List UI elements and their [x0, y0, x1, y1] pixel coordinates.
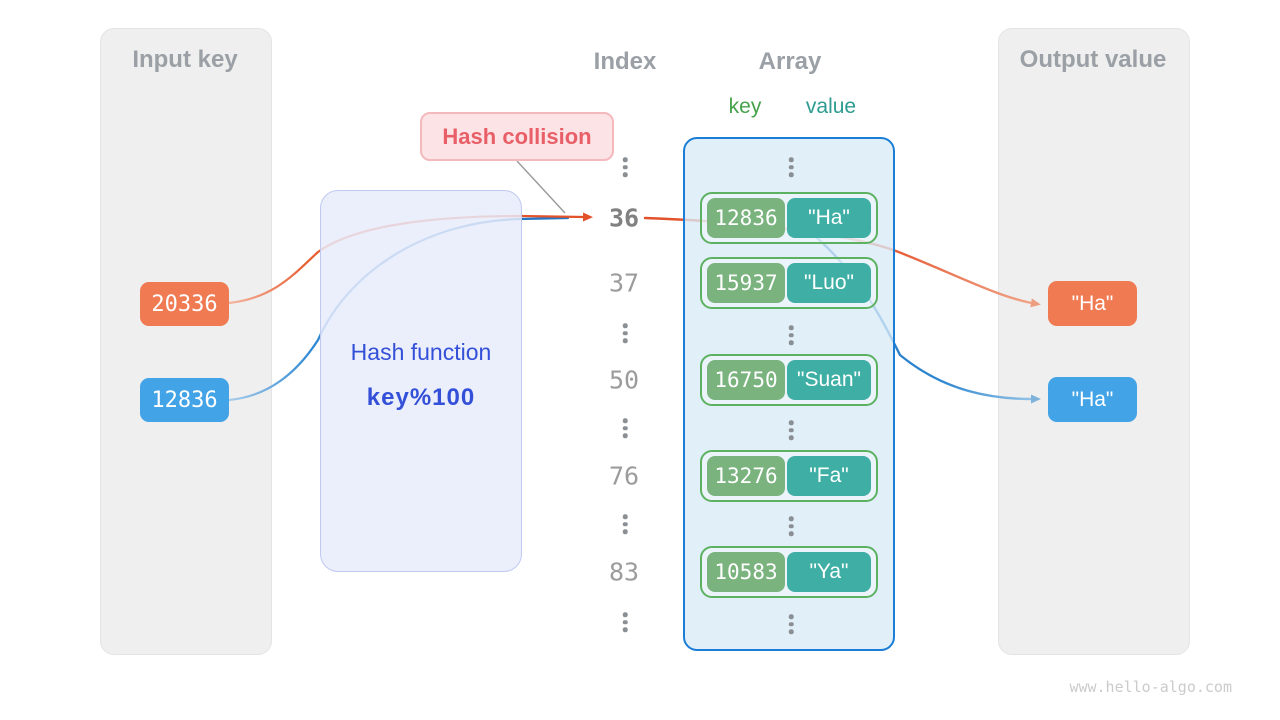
input-key-badge-12836: 12836: [140, 378, 229, 422]
pair-value: "Suan": [787, 360, 871, 400]
vertical-ellipsis-icon: [622, 514, 628, 534]
pair-12836-ha: 12836 "Ha": [700, 192, 878, 244]
input-key-badge-20336: 20336: [140, 282, 229, 326]
hash-function-label: Hash function: [350, 339, 492, 365]
pair-key: 13276: [707, 456, 785, 496]
pair-value: "Fa": [787, 456, 871, 496]
output-value-badge-orange: "Ha": [1048, 281, 1137, 326]
index-row-76: 76: [608, 461, 640, 491]
pair-10583-ya: 10583 "Ya": [700, 546, 878, 598]
pair-value: "Luo": [787, 263, 871, 303]
vertical-ellipsis-icon: [788, 516, 794, 536]
index-row-37: 37: [608, 268, 640, 298]
vertical-ellipsis-icon: [788, 325, 794, 345]
vertical-ellipsis-icon: [622, 612, 628, 632]
vertical-ellipsis-icon: [622, 157, 628, 177]
vertical-ellipsis-icon: [788, 157, 794, 177]
pair-value: "Ya": [787, 552, 871, 592]
array-column-header: Array: [758, 48, 822, 75]
hash-function-box: Hash function key%100: [320, 190, 522, 572]
input-panel-title: Input key: [132, 46, 238, 73]
pair-13276-fa: 13276 "Fa": [700, 450, 878, 502]
index-row-50: 50: [608, 365, 640, 395]
pair-15937-luo: 15937 "Luo": [700, 257, 878, 309]
output-value-panel: [998, 28, 1190, 655]
hash-function-formula: key%100: [366, 384, 476, 411]
output-panel-title: Output value: [1019, 46, 1167, 73]
pair-key: 10583: [707, 552, 785, 592]
pair-key: 16750: [707, 360, 785, 400]
array-bucket-panel: 12836 "Ha" 15937 "Luo" 16750 "Suan" 1327…: [683, 137, 895, 651]
pair-value: "Ha": [787, 198, 871, 238]
vertical-ellipsis-icon: [622, 323, 628, 343]
vertical-ellipsis-icon: [622, 418, 628, 438]
output-value-badge-blue: "Ha": [1048, 377, 1137, 422]
pair-key: 15937: [707, 263, 785, 303]
index-column-header: Index: [593, 48, 657, 75]
key-header: key: [728, 95, 762, 118]
vertical-ellipsis-icon: [788, 614, 794, 634]
hash-collision-callout: Hash collision: [420, 112, 614, 161]
index-row-36: 36: [608, 203, 640, 233]
pair-key: 12836: [707, 198, 785, 238]
vertical-ellipsis-icon: [788, 420, 794, 440]
watermark: www.hello-algo.com: [1069, 678, 1232, 696]
input-key-panel: [100, 28, 272, 655]
index-row-83: 83: [608, 557, 640, 587]
pair-16750-suan: 16750 "Suan": [700, 354, 878, 406]
collision-callout-line: [516, 160, 566, 214]
value-header: value: [805, 95, 857, 118]
